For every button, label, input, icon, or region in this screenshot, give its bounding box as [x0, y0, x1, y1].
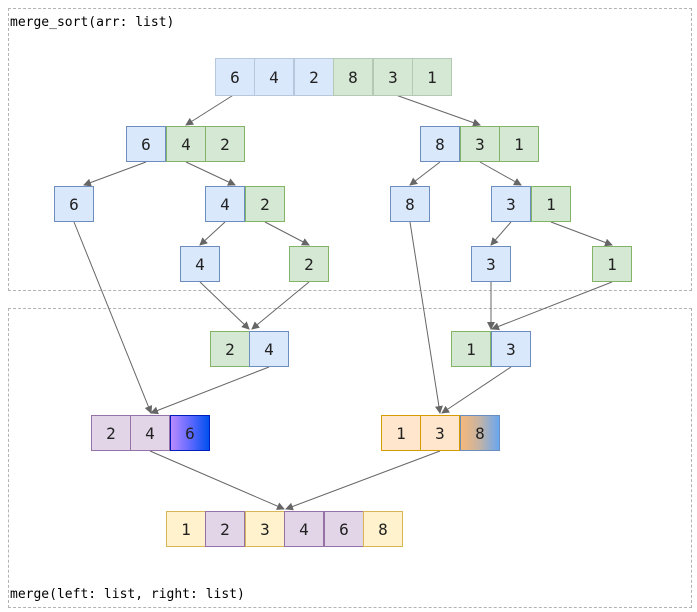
merged-pair-cell: 4 [249, 331, 289, 367]
result-cell: 8 [363, 511, 403, 547]
merge-sort-region [8, 8, 692, 291]
left-half-cell: 4 [166, 126, 206, 162]
arrow-left-to-left-pair [185, 161, 236, 186]
root-cell: 3 [373, 58, 413, 96]
arrow-leaf-4-to-merge-pair [199, 281, 250, 330]
right-single-cell: 8 [390, 186, 430, 222]
merged-triple-cell: 6 [170, 415, 210, 451]
merged-triple-cell: 3 [420, 415, 460, 451]
arrow-leaf-1-to-merge-pair [491, 281, 613, 331]
right-half-cell: 3 [460, 126, 500, 162]
arrow-right-pair-to-leaf-1 [550, 221, 613, 247]
leaf-cell: 3 [471, 246, 511, 282]
arrow-left-single-to-triple [73, 221, 153, 414]
arrow-right-single-to-triple [409, 221, 443, 414]
merged-triple-cell: 8 [460, 415, 500, 451]
merged-triple-cell: 1 [381, 415, 421, 451]
merged-pair-cell: 3 [491, 331, 531, 367]
arrow-triple-right-to-result [285, 450, 441, 511]
leaf-cell: 4 [180, 246, 220, 282]
arrow-left-pair-to-leaf-4 [199, 221, 226, 246]
leaf-cell: 1 [592, 246, 632, 282]
arrow-left-to-left-single [83, 161, 147, 187]
merge-sort-signature: merge_sort(arr: list) [10, 15, 175, 30]
result-cell: 6 [324, 511, 364, 547]
left-half-cell: 2 [205, 126, 245, 162]
result-cell: 2 [205, 511, 245, 547]
merge-signature: merge(left: list, right: list) [10, 587, 245, 602]
root-cell: 2 [294, 58, 334, 96]
result-cell: 3 [245, 511, 285, 547]
arrow-triple-left-to-result [149, 450, 285, 510]
right-half-cell: 1 [499, 126, 539, 162]
merged-pair-cell: 2 [210, 331, 250, 367]
arrow-root-to-right [392, 93, 481, 127]
merged-triple-cell: 4 [130, 415, 170, 451]
arrow-right-to-right-single [409, 161, 441, 186]
root-cell: 1 [412, 58, 452, 96]
left-pair-cell: 2 [245, 186, 285, 222]
result-cell: 1 [166, 511, 206, 547]
root-cell: 6 [215, 58, 255, 96]
right-pair-cell: 1 [531, 186, 571, 222]
left-half-cell: 6 [126, 126, 166, 162]
arrow-leaf-2-to-merge-pair [251, 281, 310, 330]
left-single-cell: 6 [54, 186, 94, 222]
result-cell: 4 [284, 511, 324, 547]
merge-region [8, 308, 692, 608]
root-cell: 4 [254, 58, 294, 96]
right-half-cell: 8 [420, 126, 460, 162]
merged-triple-cell: 2 [91, 415, 131, 451]
merged-pair-cell: 1 [451, 331, 491, 367]
left-pair-cell: 4 [205, 186, 245, 222]
arrow-right-pair-to-leaf-3 [490, 221, 512, 246]
arrow-root-to-left [185, 93, 236, 126]
leaf-cell: 2 [289, 246, 329, 282]
arrow-right-to-right-pair [479, 161, 522, 186]
arrow-left-pair-to-leaf-2 [264, 221, 310, 246]
arrow-merge-pair-left-to-triple [150, 366, 270, 415]
root-cell: 8 [333, 58, 373, 96]
arrow-merge-pair-right-to-triple [441, 366, 512, 414]
right-pair-cell: 3 [491, 186, 531, 222]
